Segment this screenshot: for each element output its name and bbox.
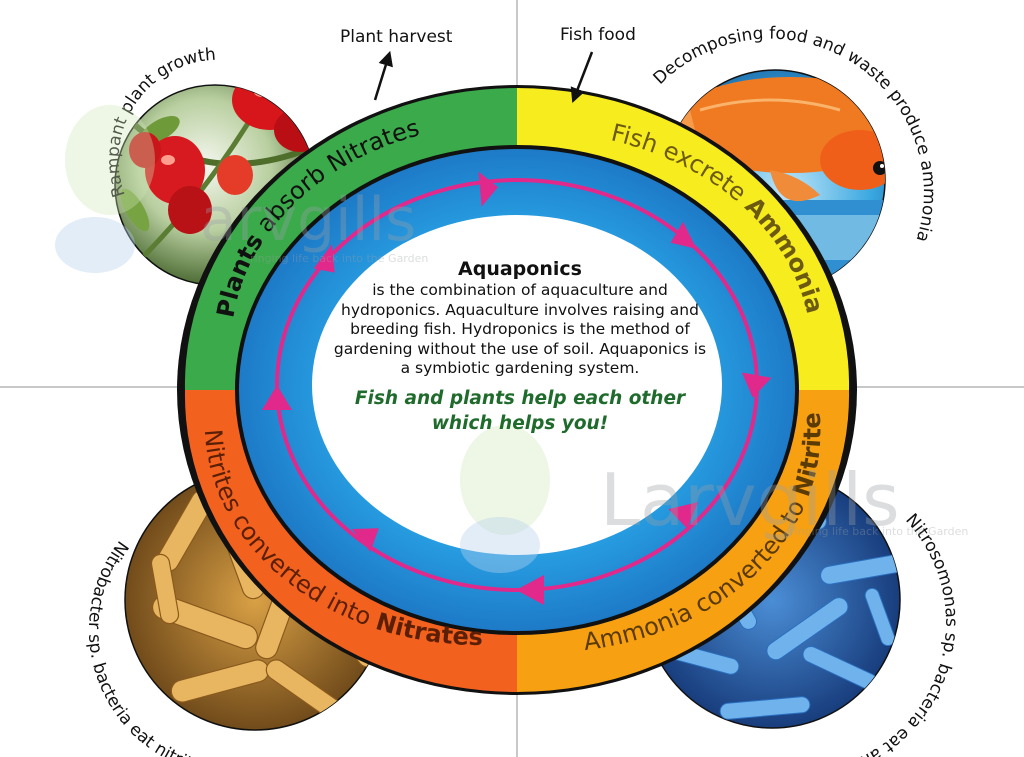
plant-harvest-label: Plant harvest <box>340 27 453 47</box>
arrowhead-3 <box>741 372 772 398</box>
arrowhead-8 <box>313 244 335 273</box>
arrowhead-6 <box>351 528 379 552</box>
watermark-sub-bottom: ringing life back into the Garden <box>790 525 968 538</box>
fish-logo-icon <box>55 217 135 273</box>
watermark-text-bottom: Larvgills <box>600 458 900 542</box>
fish-logo-icon <box>460 517 540 573</box>
arrowhead-1 <box>478 171 498 207</box>
center-description: is the combination of aquaculture and hy… <box>333 281 707 377</box>
watermark-text-top: arvgills <box>200 185 416 255</box>
center-tagline: Fish and plants help each other which he… <box>354 387 686 434</box>
center-text: Aquaponics is the combination of aquacul… <box>330 258 710 508</box>
arrowhead-2 <box>670 221 697 249</box>
watermark-top-left: arvgills ringing life back into the Gard… <box>55 105 428 273</box>
fish-food-label: Fish food <box>560 25 636 45</box>
cycle-arrowheads <box>262 171 772 605</box>
watermark-sub-top: ringing life back into the Garden <box>250 252 428 265</box>
center-title: Aquaponics <box>458 258 582 280</box>
arrowhead-5 <box>516 575 544 605</box>
leaf-logo-icon <box>460 425 550 535</box>
leaf-logo-icon <box>65 105 155 215</box>
arrowhead-7 <box>262 385 292 410</box>
center-panel <box>312 215 722 555</box>
plant-harvest-arrow <box>373 50 393 101</box>
fish-food-arrow <box>570 51 594 103</box>
watermark-bottom-right: Larvgills ringing life back into the Gar… <box>460 425 968 573</box>
arrowhead-4 <box>668 502 699 529</box>
